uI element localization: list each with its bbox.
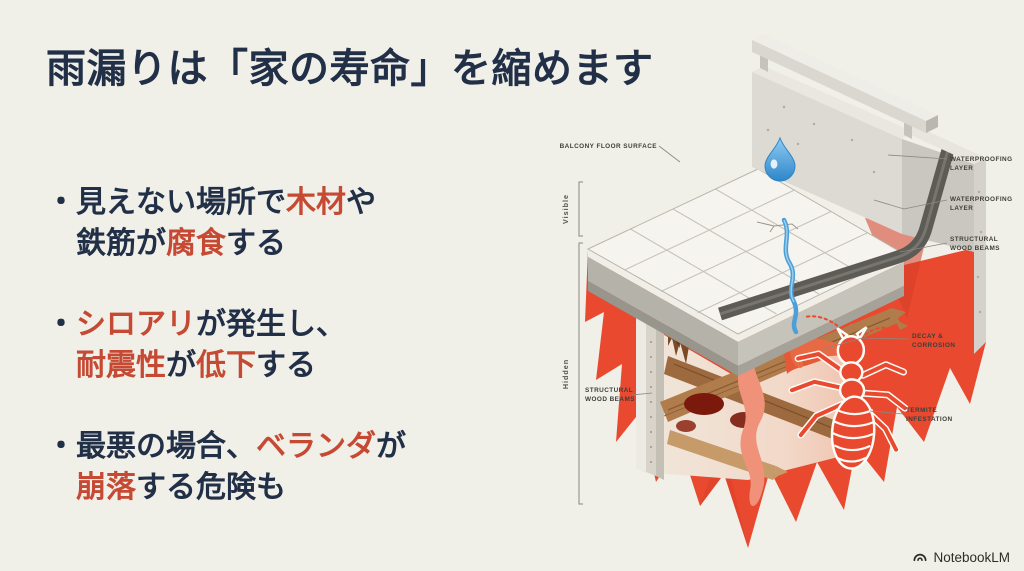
bullet-text-segment: が	[166, 349, 196, 382]
bullet-text-highlight: 腐食	[166, 227, 226, 260]
bullet-text-highlight: 低下	[196, 349, 256, 382]
label-waterproofing-layer-1: WATERPROOFING LAYER	[887, 154, 1013, 172]
bullet-text-segment: が	[376, 430, 406, 463]
notebooklm-branding: NotebookLM	[912, 549, 1010, 565]
parapet-wall	[752, 66, 986, 354]
visible-label: Visible	[561, 194, 570, 224]
visible-bracket: Visible	[561, 181, 583, 237]
bullet-item: ・ 最悪の場合、ベランダが 崩落する危険も	[46, 426, 406, 508]
bullet-text-segment: 最悪の場合、	[76, 430, 256, 463]
bullet-line: 崩落する危険も	[76, 467, 406, 508]
bullet-text-segment: する	[256, 349, 316, 382]
water-trickle	[781, 217, 799, 335]
bullet-text-segment: 鉄筋が	[76, 227, 166, 260]
bullet-list: ・ 見えない場所で木材や 鉄筋が腐食する ・ シロアリが発生し、 耐震性が低下す…	[46, 182, 406, 508]
bullet-marker: ・	[46, 430, 76, 463]
svg-text:WATERPROOFING: WATERPROOFING	[950, 196, 1013, 203]
label-balcony-floor-surface: BALCONY FLOOR SURFACE	[560, 143, 681, 163]
balcony-slab	[588, 249, 904, 376]
bullet-line: 耐震性が低下する	[76, 345, 346, 386]
label-structural-wood-beams-right: STRUCTURAL WOOD BEAMS	[899, 236, 1000, 253]
tile-crack	[756, 221, 799, 233]
bullet-line: シロアリが発生し、	[76, 304, 346, 345]
svg-text:LAYER: LAYER	[950, 205, 973, 212]
wall-studs-strip	[636, 318, 664, 480]
bullet-text: 最悪の場合、ベランダが 崩落する危険も	[76, 426, 406, 508]
termite-illustration	[788, 315, 909, 470]
bullet-text-segment: する	[226, 227, 286, 260]
bullet-text-segment: や	[346, 186, 376, 219]
bullet-text-highlight: 耐震性	[76, 349, 166, 382]
notebooklm-wordmark: NotebookLM	[933, 549, 1010, 565]
svg-text:CORROSION: CORROSION	[912, 342, 955, 349]
svg-text:INFESTATION: INFESTATION	[906, 416, 953, 423]
label-structural-wood-beams-left: STRUCTURAL WOOD BEAMS	[585, 387, 653, 403]
bullet-line: 鉄筋が腐食する	[76, 223, 376, 264]
bullet-text: 見えない場所で木材や 鉄筋が腐食する	[76, 182, 376, 264]
svg-text:STRUCTURAL: STRUCTURAL	[950, 236, 998, 243]
svg-text:DECAY &: DECAY &	[912, 333, 943, 340]
bullet-marker: ・	[46, 186, 76, 219]
hidden-label: Hidden	[561, 359, 570, 389]
water-drop	[764, 136, 796, 182]
bullet-text-highlight: 木材	[286, 186, 346, 219]
svg-text:LAYER: LAYER	[950, 165, 973, 172]
svg-text:TERMITE: TERMITE	[906, 407, 937, 414]
bullet-line: 最悪の場合、ベランダが	[76, 426, 406, 467]
bullet-text-highlight: ベランダ	[256, 430, 376, 463]
label-decay-corrosion: DECAY & CORROSION	[823, 333, 955, 350]
bullet-item: ・ シロアリが発生し、 耐震性が低下する	[46, 304, 406, 386]
waterproofing-membrane-band	[718, 148, 955, 321]
bullet-item: ・ 見えない場所で木材や 鉄筋が腐食する	[46, 182, 406, 264]
svg-text:WOOD BEAMS: WOOD BEAMS	[585, 396, 635, 403]
page-title: 雨漏りは「家の寿命」を縮めます	[46, 47, 654, 91]
bullet-text-segment: する危険も	[136, 471, 286, 504]
bullet-text-highlight: 崩落	[76, 471, 136, 504]
svg-text:BALCONY FLOOR SURFACE: BALCONY FLOOR SURFACE	[560, 143, 658, 150]
svg-text:WATERPROOFING: WATERPROOFING	[950, 156, 1013, 163]
bullet-text: シロアリが発生し、 耐震性が低下する	[76, 304, 346, 386]
bullet-text-segment: 見えない場所で	[76, 186, 286, 219]
label-waterproofing-layer-2: WATERPROOFING LAYER	[873, 196, 1013, 212]
notebooklm-logo-icon	[913, 553, 927, 562]
bullet-text-highlight: シロアリ	[76, 308, 196, 341]
label-termite-infestation: TERMITE INFESTATION	[869, 407, 953, 423]
bullet-text-segment: が発生し、	[196, 308, 346, 341]
svg-text:STRUCTURAL: STRUCTURAL	[585, 387, 633, 394]
svg-text:WOOD BEAMS: WOOD BEAMS	[950, 245, 1000, 252]
balcony-diagram-svg: Visible Hidden BALCONY FLOOR SURFACE WAT…	[560, 34, 1013, 548]
railing-cap	[752, 34, 938, 139]
bullet-marker: ・	[46, 308, 76, 341]
hidden-bracket: Hidden	[561, 242, 583, 505]
bullet-line: 見えない場所で木材や	[76, 182, 376, 223]
balcony-cross-section-diagram: Visible Hidden BALCONY FLOOR SURFACE WAT…	[552, 12, 1017, 557]
